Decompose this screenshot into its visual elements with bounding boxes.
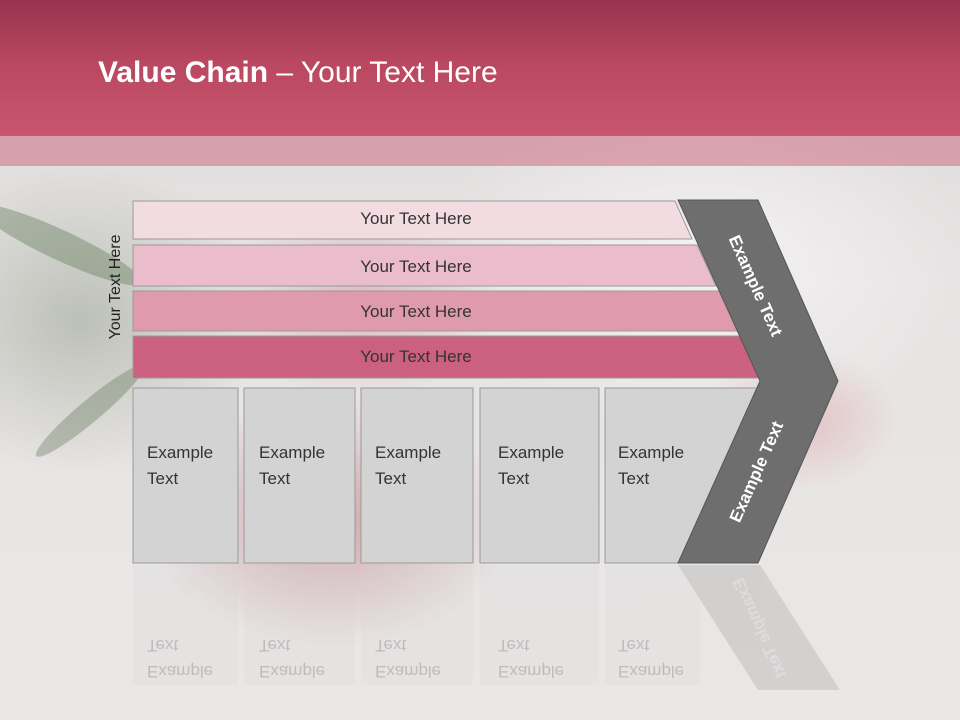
column-4-label: Example Text [498,440,564,492]
column-5-reflection-label: Example Text [618,632,684,684]
bar-2[interactable] [132,244,717,287]
column-5-line-2: Text [618,469,650,488]
column-5-label: Example Text [618,440,684,492]
column-1-line-2: Text [147,469,179,488]
reflection-line: Example [618,662,685,681]
column-2-line-2: Text [259,469,291,488]
column-reflection [361,565,473,685]
reflection-line: Example [259,662,326,681]
bar-2-label: Your Text Here [360,257,472,276]
bar-1[interactable] [132,200,693,240]
header-strip [0,136,960,166]
column-4-line-1: Example [498,443,565,462]
column-reflection [244,565,355,685]
column-1-reflection-label: Example Text [147,632,213,684]
column-3[interactable] [360,387,474,564]
bar-4-label: Your Text Here [360,347,472,366]
column-2-reflection-label: Example Text [259,632,325,684]
column-1-line-1: Example [147,443,214,462]
column-4-reflection-label: Example Text [498,632,564,684]
reflection-line: Example [375,662,442,681]
column-2-label: Example Text [259,440,325,492]
column-3-line-1: Example [375,443,442,462]
chevron-reflection [678,565,840,690]
column-4[interactable] [479,387,600,564]
column-reflection [133,565,238,685]
reflection-line: Example [147,662,214,681]
column-3-label: Example Text [375,440,441,492]
column-reflection [480,565,599,685]
column-3-reflection-label: Example Text [375,632,441,684]
column-2-line-1: Example [259,443,326,462]
column-3-line-2: Text [375,469,407,488]
title-rest: – Your Text Here [268,56,498,89]
column-1[interactable] [132,387,239,564]
reflection-line: Example [498,662,565,681]
reflection-line: Text [498,636,530,655]
column-reflection [605,565,700,685]
column-2[interactable] [243,387,356,564]
header-band [0,0,960,136]
reflection-line: Text [375,636,407,655]
value-chain-chevron[interactable] [677,199,839,564]
bar-3-label: Your Text Here [360,302,472,321]
column-4-line-2: Text [498,469,530,488]
reflection-line: Text [618,636,650,655]
reflection-line: Text [147,636,179,655]
column-1-label: Example Text [147,440,213,492]
reflection-line: Text [259,636,291,655]
bar-1-label: Your Text Here [360,209,472,228]
column-5-line-1: Example [618,443,685,462]
title-bold: Value Chain [98,56,269,89]
slide-title[interactable]: Value Chain – Your Text Here [98,56,498,90]
